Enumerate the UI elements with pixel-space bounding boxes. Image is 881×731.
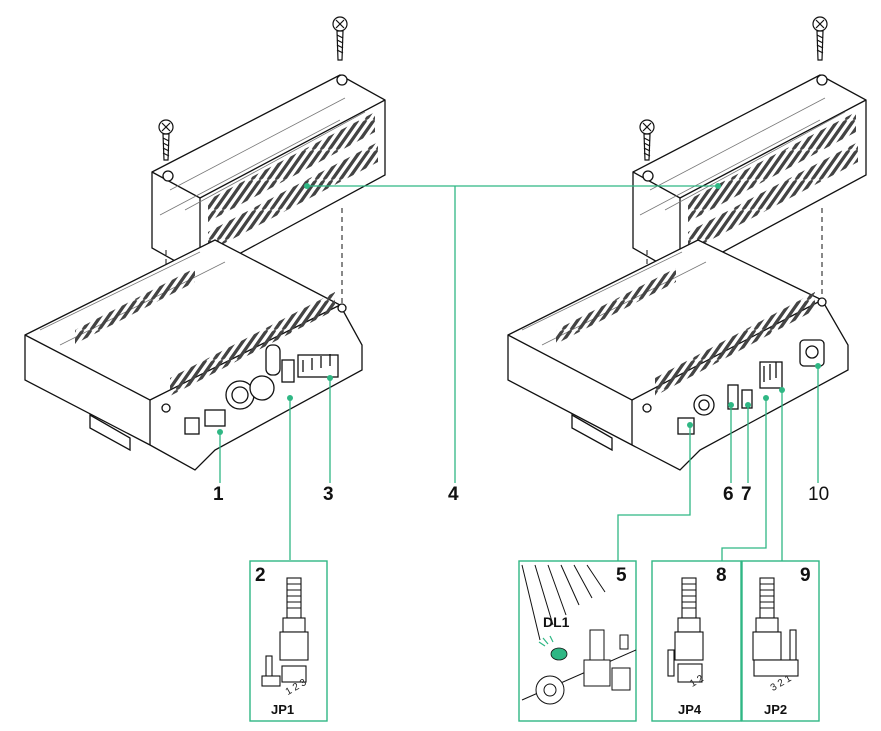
callout-9: 9 <box>800 565 811 586</box>
leader-lines <box>219 185 819 565</box>
left-power-unit <box>24 16 386 471</box>
callout-10: 10 <box>808 484 830 505</box>
callout-5: 5 <box>616 565 627 586</box>
right-power-unit <box>507 16 867 471</box>
jumper-label-jp2: JP2 <box>764 702 788 717</box>
left-cover <box>151 74 386 276</box>
callout-7: 7 <box>741 484 752 505</box>
callout-8: 8 <box>716 565 727 586</box>
right-base <box>507 239 849 471</box>
detail-box-jp1 <box>249 560 328 722</box>
leader-dots <box>217 183 821 435</box>
callout-1: 1 <box>213 484 224 505</box>
right-cover <box>632 74 867 276</box>
jumper-label-jp4: JP4 <box>678 702 702 717</box>
callout-3: 3 <box>323 484 334 505</box>
callout-6: 6 <box>723 484 734 505</box>
left-base <box>24 239 363 471</box>
detail-box-jp4 <box>651 560 742 722</box>
detail-box-jp2 <box>741 560 820 722</box>
left-screw-back <box>332 16 348 61</box>
callout-2: 2 <box>255 565 266 586</box>
right-screw-front <box>639 119 655 161</box>
right-screw-back <box>812 16 828 61</box>
callout-4: 4 <box>448 484 459 505</box>
led-label-dl1: DL1 <box>543 614 570 630</box>
left-screw-front <box>158 119 174 161</box>
jumper-label-jp1: JP1 <box>271 702 295 717</box>
detail-box-dl1 <box>518 560 637 722</box>
